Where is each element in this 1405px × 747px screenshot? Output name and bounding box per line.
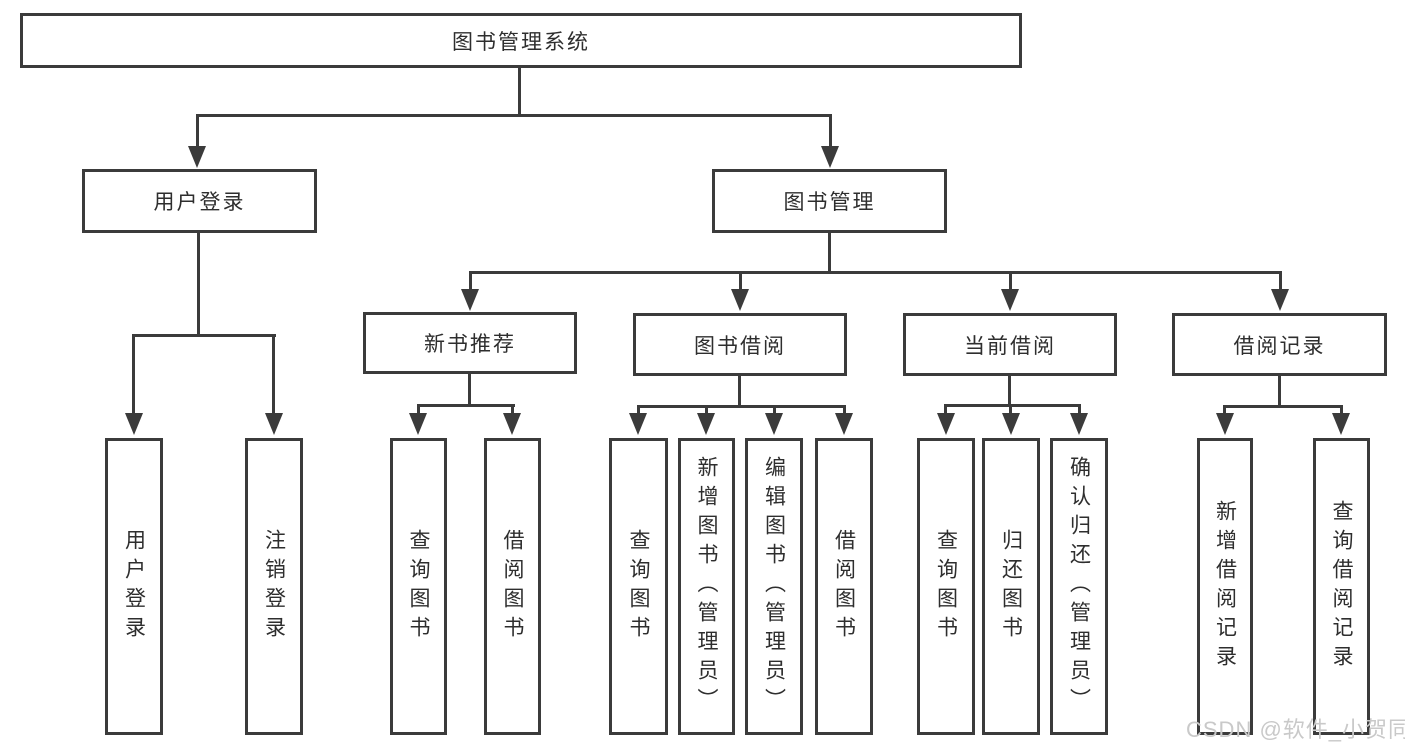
arrow-shaft-new-book-recommend	[469, 271, 472, 293]
leaf-add-book-admin-label: 新增图书（管理员）	[695, 456, 718, 717]
arrow-head-rec-query	[1332, 413, 1350, 435]
arrow-shaft-rec-add	[1223, 405, 1226, 415]
arrow-head-new-book-recommend	[461, 289, 479, 311]
arrow-shaft-bw-add	[705, 405, 708, 415]
node-book-borrow-label: 图书借阅	[694, 334, 786, 358]
node-borrow-records-label: 借阅记录	[1233, 334, 1326, 358]
arrow-head-cur-confirm	[1070, 413, 1088, 435]
connector-user-login-stem	[197, 233, 200, 336]
arrow-head-user-login	[188, 146, 206, 168]
arrow-head-bw-query	[629, 413, 647, 435]
node-root-label: 图书管理系统	[452, 30, 590, 54]
node-user-login: 用户登录	[82, 169, 317, 233]
leaf-query-borrow-record-label: 查询借阅记录	[1330, 499, 1353, 674]
arrow-head-leaf-user-login	[125, 413, 143, 435]
csdn-watermark: CSDN @软件_小贺同学	[1186, 717, 1405, 742]
node-root: 图书管理系统	[20, 13, 1022, 68]
arrow-head-nb-query	[409, 413, 427, 435]
connector-new-book-bar	[417, 404, 515, 407]
leaf-return-book: 归还图书	[982, 438, 1040, 735]
connector-new-book-stem	[468, 374, 471, 407]
connector-book-borrow-stem	[738, 376, 741, 408]
arrow-shaft-cur-return	[1009, 404, 1012, 415]
arrow-head-cur-query	[937, 413, 955, 435]
leaf-confirm-return-admin-label: 确认归还（管理员）	[1067, 456, 1091, 717]
arrow-head-cur-return	[1002, 413, 1020, 435]
arrow-shaft-book-management	[829, 114, 832, 148]
arrow-head-nb-borrow	[503, 413, 521, 435]
arrow-shaft-leaf-logout	[272, 334, 275, 415]
arrow-shaft-borrow-records	[1279, 271, 1282, 293]
arrow-head-book-borrow	[731, 289, 749, 311]
arrow-shaft-bw-borrow	[843, 405, 846, 415]
arrow-head-bw-add	[697, 413, 715, 435]
arrow-shaft-current-borrow	[1009, 271, 1012, 293]
leaf-user-login-label: 用户登录	[122, 528, 146, 645]
leaf-return-book-label: 归还图书	[999, 528, 1023, 645]
leaf-confirm-return-admin: 确认归还（管理员）	[1050, 438, 1108, 735]
arrow-shaft-cur-confirm	[1078, 404, 1081, 415]
leaf-borrow-books-recommend: 借阅图书	[484, 438, 541, 735]
connector-borrow-records-stem	[1278, 376, 1281, 408]
leaf-edit-book-admin-label: 编辑图书（管理员）	[762, 456, 786, 717]
connector-level2-bar	[196, 114, 832, 117]
node-book-borrow: 图书借阅	[633, 313, 847, 376]
arrow-shaft-rec-query	[1340, 405, 1343, 415]
leaf-query-books-borrow: 查询图书	[609, 438, 668, 735]
leaf-query-books-current: 查询图书	[917, 438, 975, 735]
leaf-add-book-admin: 新增图书（管理员）	[678, 438, 735, 735]
connector-current-borrow-bar	[944, 404, 1081, 407]
connector-book-management-stem	[828, 233, 831, 274]
arrow-shaft-user-login	[196, 114, 199, 148]
arrow-head-leaf-logout	[265, 413, 283, 435]
arrow-shaft-bw-edit	[773, 405, 776, 415]
node-current-borrow-label: 当前借阅	[964, 334, 1056, 358]
connector-current-borrow-stem	[1008, 376, 1011, 407]
arrow-head-rec-add	[1216, 413, 1234, 435]
arrow-head-current-borrow	[1001, 289, 1019, 311]
arrow-shaft-nb-borrow	[511, 404, 514, 415]
leaf-add-borrow-record-label: 新增借阅记录	[1213, 499, 1237, 674]
leaf-user-login: 用户登录	[105, 438, 163, 735]
leaf-borrow-books-recommend-label: 借阅图书	[501, 528, 524, 645]
arrow-shaft-bw-query	[637, 405, 640, 415]
node-borrow-records: 借阅记录	[1172, 313, 1387, 376]
node-user-login-label: 用户登录	[153, 191, 246, 214]
leaf-borrow-books: 借阅图书	[815, 438, 873, 735]
leaf-logout: 注销登录	[245, 438, 303, 735]
leaf-query-books-recommend: 查询图书	[390, 438, 447, 735]
arrow-head-book-management	[821, 146, 839, 168]
connector-root-stem	[518, 68, 521, 117]
leaf-query-borrow-record: 查询借阅记录	[1313, 438, 1370, 735]
leaf-query-books-recommend-label: 查询图书	[407, 528, 430, 645]
connector-user-login-bar	[132, 334, 276, 337]
arrow-head-bw-borrow	[835, 413, 853, 435]
node-new-book-recommend: 新书推荐	[363, 312, 577, 374]
arrow-head-bw-edit	[765, 413, 783, 435]
node-current-borrow: 当前借阅	[903, 313, 1117, 376]
node-book-management: 图书管理	[712, 169, 947, 233]
connector-level3-bar	[469, 271, 1282, 274]
leaf-add-borrow-record: 新增借阅记录	[1197, 438, 1253, 735]
arrow-shaft-leaf-user-login	[132, 334, 135, 415]
node-book-management-label: 图书管理	[783, 191, 876, 214]
arrow-shaft-cur-query	[944, 404, 947, 415]
connector-borrow-records-bar	[1223, 405, 1343, 408]
arrow-shaft-nb-query	[417, 404, 420, 415]
leaf-borrow-books-label: 借阅图书	[832, 528, 856, 645]
connector-book-borrow-bar	[637, 405, 846, 408]
node-new-book-recommend-label: 新书推荐	[424, 333, 516, 356]
leaf-query-books-current-label: 查询图书	[934, 528, 958, 645]
arrow-head-borrow-records	[1271, 289, 1289, 311]
leaf-query-books-borrow-label: 查询图书	[627, 528, 650, 645]
leaf-logout-label: 注销登录	[262, 528, 286, 645]
arrow-shaft-book-borrow	[739, 271, 742, 293]
leaf-edit-book-admin: 编辑图书（管理员）	[745, 438, 803, 735]
